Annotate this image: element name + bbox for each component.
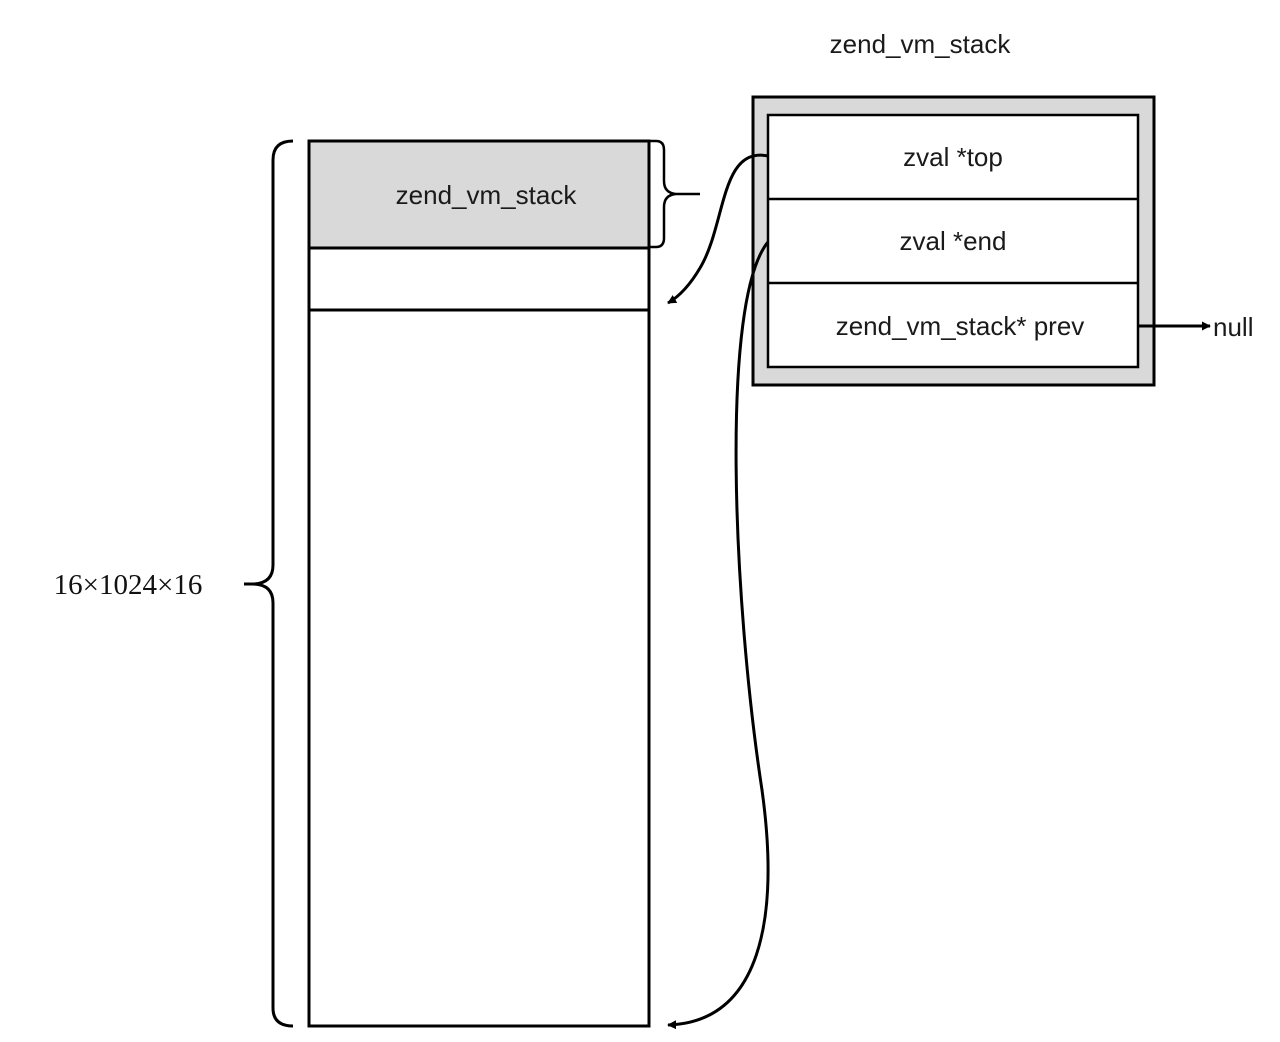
size-brace bbox=[251, 139, 294, 1028]
header-brace bbox=[649, 139, 700, 249]
size-label: 16×1024×16 bbox=[54, 569, 203, 601]
struct-title: zend_vm_stack bbox=[830, 29, 1012, 59]
null-label: null bbox=[1213, 312, 1253, 342]
memory-block-outline bbox=[307, 139, 651, 1028]
field-end: zval *end bbox=[900, 226, 1007, 256]
struct-box: zval *top zval *end zend_vm_stack* prev bbox=[751, 95, 1156, 387]
field-prev: zend_vm_stack* prev bbox=[836, 311, 1085, 341]
header-cell bbox=[309, 141, 649, 248]
memory-block: zend_vm_stack bbox=[307, 139, 651, 1028]
end-pointer-arrow bbox=[667, 241, 770, 1030]
top-pointer-arrow bbox=[667, 153, 769, 305]
header-label: zend_vm_stack bbox=[396, 180, 578, 210]
struct-inner-frame bbox=[766, 113, 1140, 369]
field-top: zval *top bbox=[903, 142, 1003, 172]
